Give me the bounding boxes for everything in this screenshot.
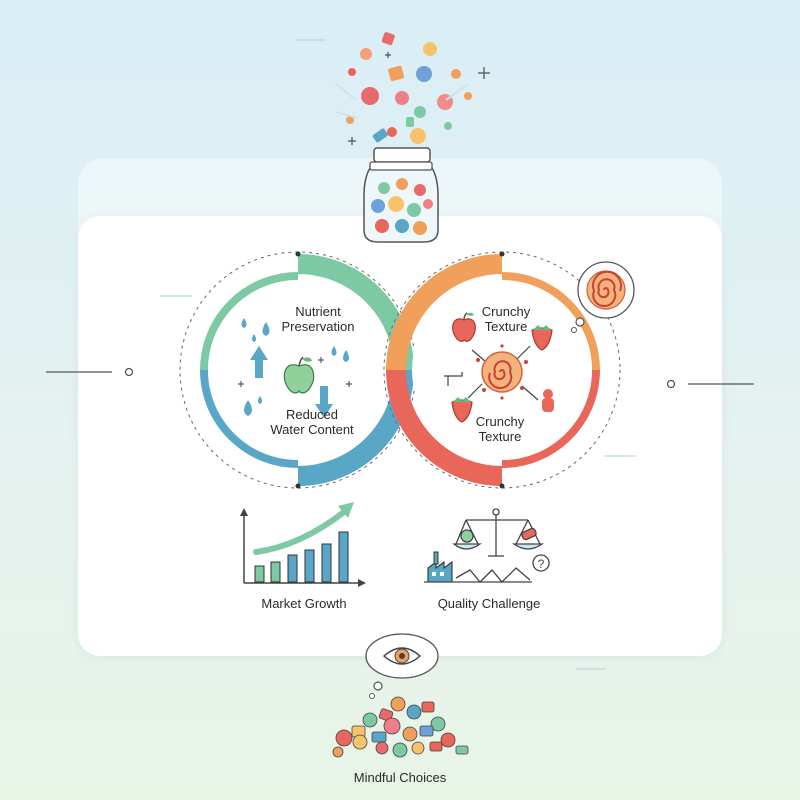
crunchy-texture-top-label: Crunchy Texture	[456, 304, 556, 334]
crunchy-top-line2: Texture	[484, 319, 528, 334]
arrow-down-icon	[315, 386, 333, 418]
swirl-candy-icon	[571, 261, 635, 333]
quality-challenge-label: Quality Challenge	[437, 596, 541, 611]
reduced-line2: Water Content	[270, 422, 354, 437]
right-cycle	[383, 251, 621, 489]
nutrient-preservation-label: Nutrient Preservation	[268, 304, 368, 334]
eye-icon	[365, 633, 439, 699]
apple-icon	[452, 312, 476, 342]
left-top-arc-inner	[200, 272, 299, 371]
left-bottom-arc-inner	[200, 369, 299, 468]
strawberry-icon	[451, 325, 553, 423]
decor-dashes	[160, 39, 636, 670]
bar-chart-icon	[240, 502, 366, 587]
nutrient-line2: Preservation	[281, 319, 355, 334]
right-bottom-arc-inner	[501, 369, 600, 468]
water-drop-icon	[241, 318, 349, 416]
right-top-arc	[386, 254, 503, 371]
left-cycle	[179, 251, 417, 489]
market-growth-label: Market Growth	[261, 596, 347, 611]
nutrient-line1: Nutrient	[295, 304, 341, 319]
right-top-arc-inner	[501, 272, 600, 371]
crunchy-texture-bottom-label: Crunchy Texture	[450, 414, 550, 444]
crunchy-bottom-line2: Texture	[478, 429, 522, 444]
swirl-candy-icon	[476, 344, 528, 400]
crunchy-bottom-line1: Crunchy	[475, 414, 525, 429]
factory-icon	[424, 551, 532, 583]
gummy-bear-icon	[542, 389, 554, 412]
mindful-choices-label: Mindful Choices	[353, 770, 447, 785]
flying-candies	[335, 32, 490, 145]
candy-pile-icon	[332, 696, 469, 758]
side-connectors	[46, 367, 754, 389]
candy-jar-icon	[335, 32, 490, 243]
svg-text:?: ?	[538, 557, 545, 571]
question-icon: ?	[532, 554, 550, 572]
apple-icon	[283, 356, 315, 394]
reduced-water-label: Reduced Water Content	[262, 407, 362, 437]
arrow-up-icon	[250, 346, 268, 378]
crunchy-top-line1: Crunchy	[481, 304, 531, 319]
right-bottom-arc	[386, 369, 503, 486]
reduced-line1: Reduced	[285, 407, 339, 422]
scale-icon	[452, 508, 545, 557]
